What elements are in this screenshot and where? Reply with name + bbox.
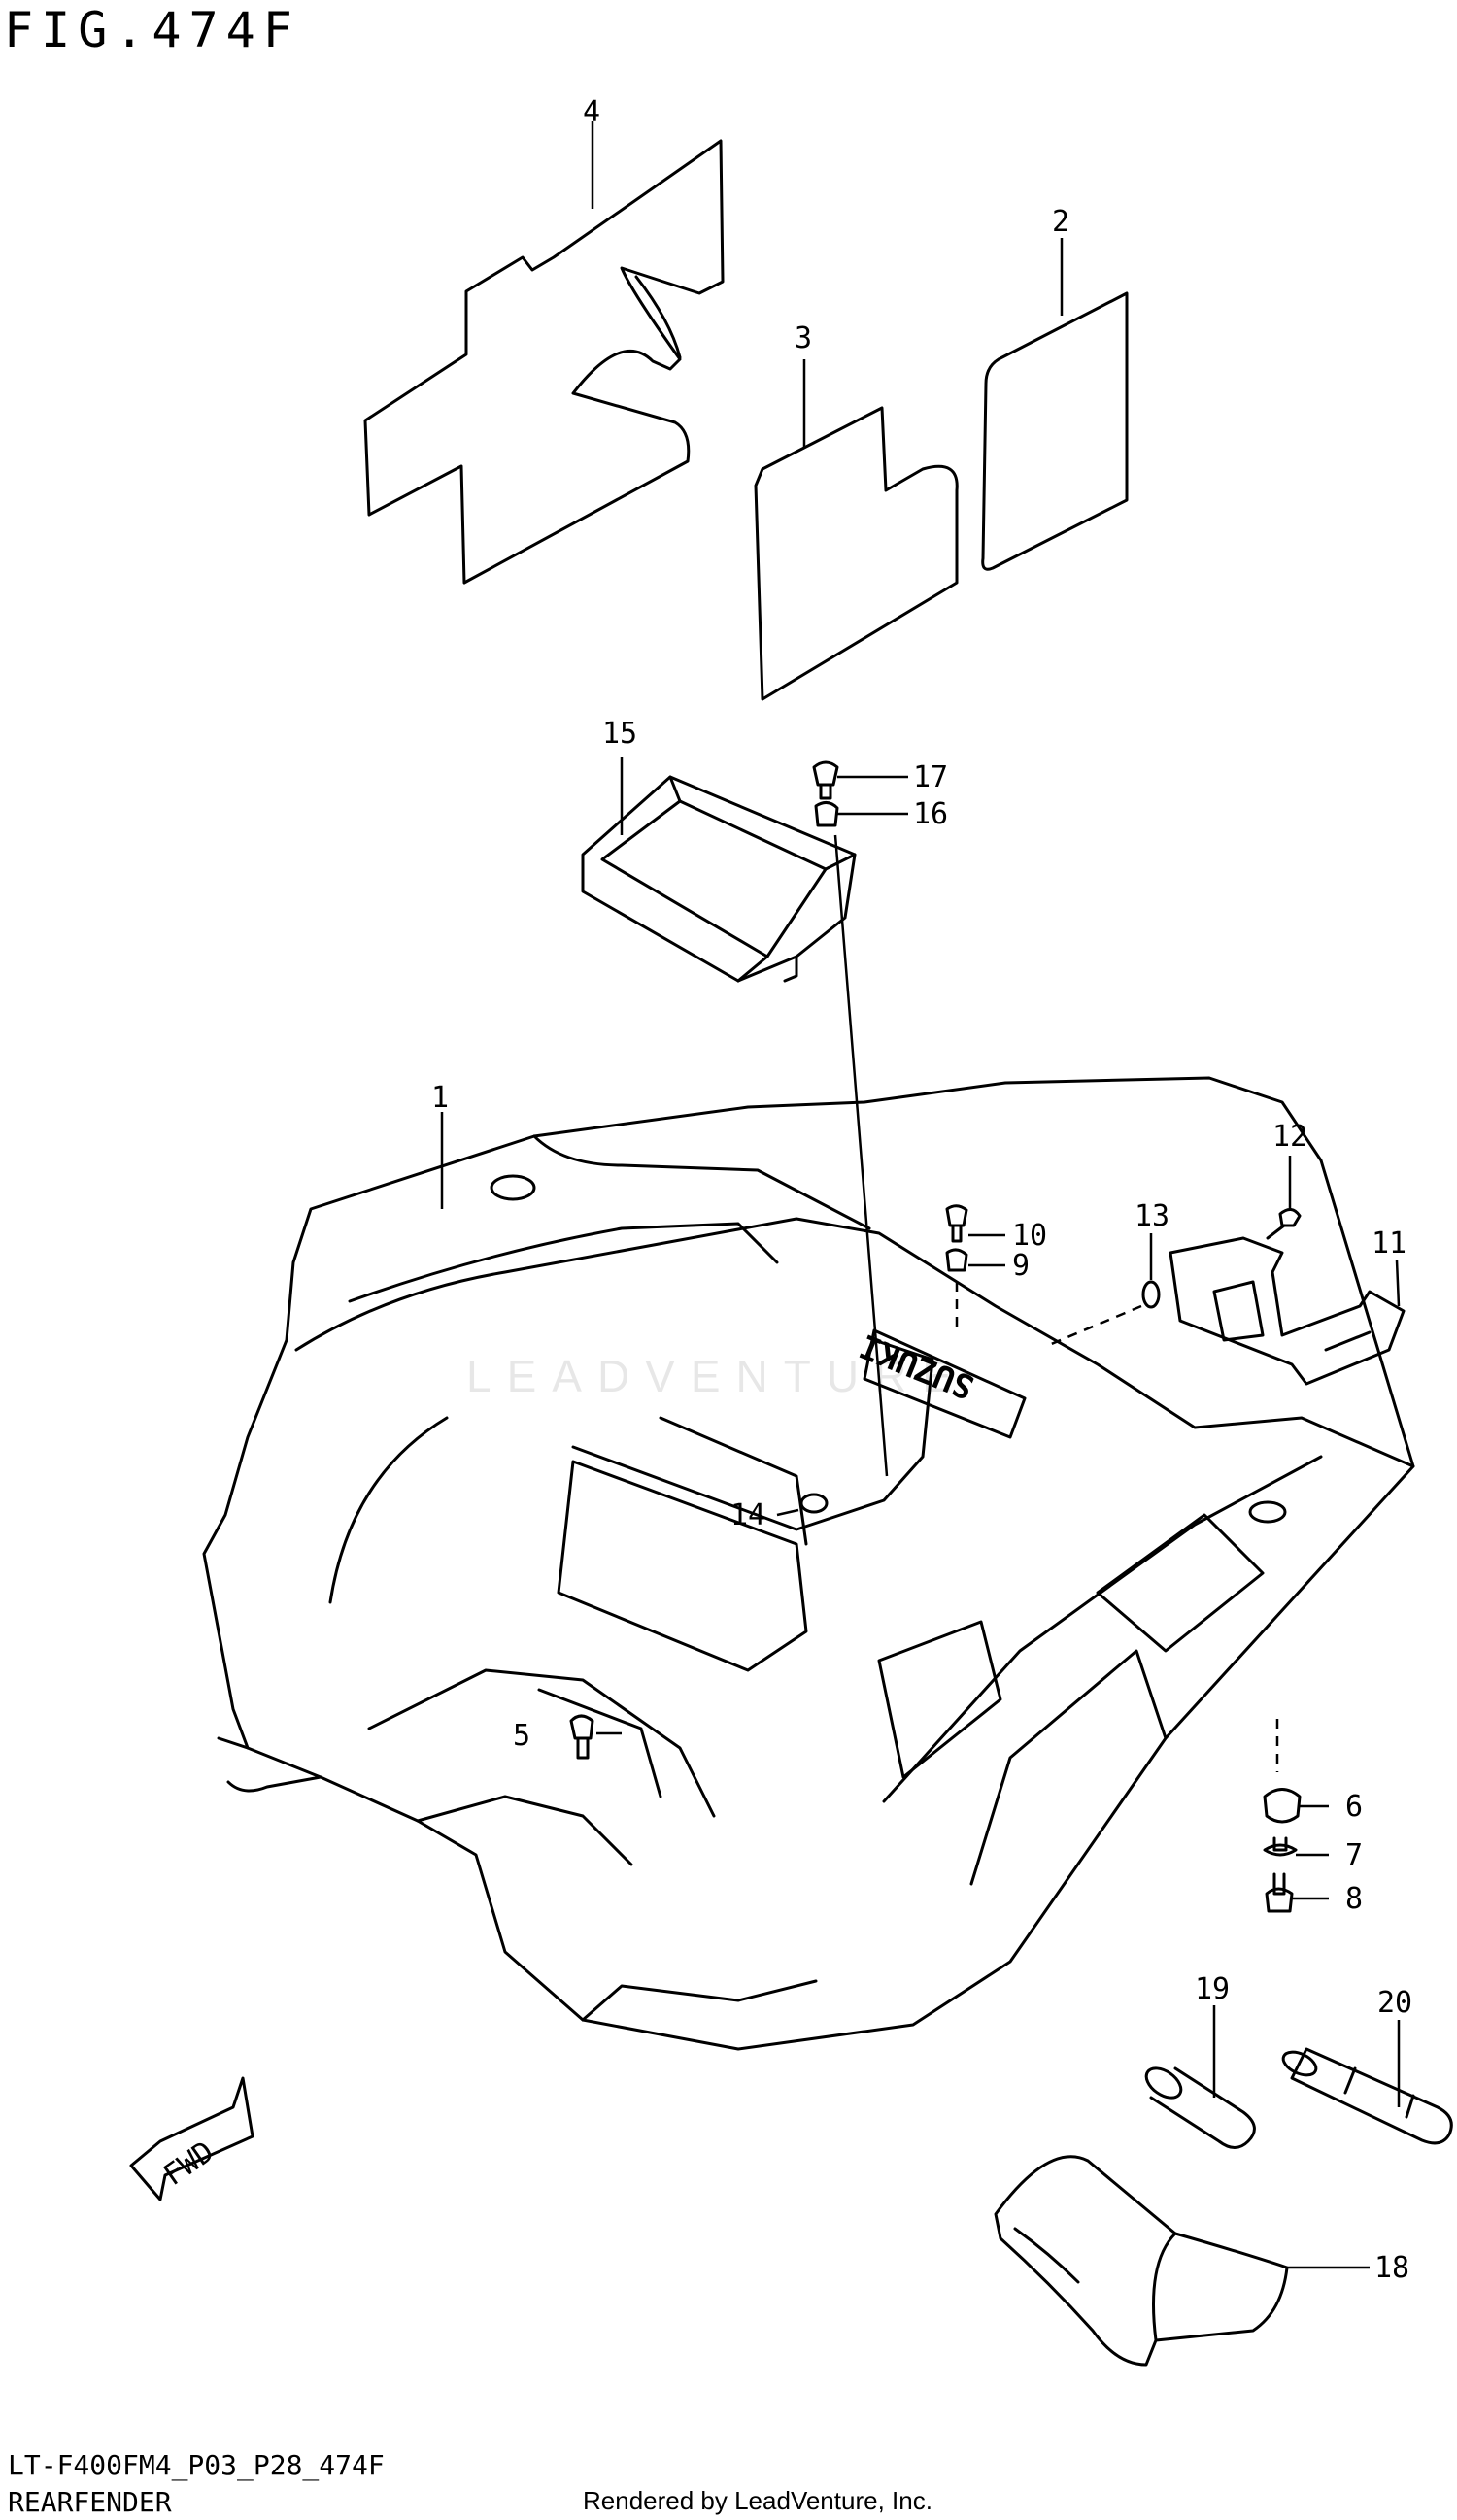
callout-7: 7 bbox=[1345, 1838, 1363, 1872]
part-8-bolt bbox=[1265, 1872, 1294, 1913]
callout-13: 13 bbox=[1135, 1199, 1169, 1233]
callout-5: 5 bbox=[513, 1719, 530, 1753]
callout-2: 2 bbox=[1052, 205, 1069, 239]
part-2-decal bbox=[981, 291, 1129, 571]
part-12-screw bbox=[1266, 1208, 1302, 1240]
part-17-screw bbox=[812, 760, 839, 800]
watermark-text: LEADVENTURE bbox=[466, 1351, 967, 1401]
part-11-bracket bbox=[1169, 1236, 1406, 1386]
callout-1: 1 bbox=[431, 1081, 449, 1115]
fender-brand-text: SUZUKI bbox=[855, 1326, 980, 1406]
callout-3: 3 bbox=[795, 321, 812, 355]
callout-14: 14 bbox=[730, 1498, 765, 1532]
callout-18: 18 bbox=[1374, 2251, 1409, 2285]
part-9-grommet bbox=[945, 1248, 968, 1272]
part-4-decal bbox=[363, 139, 725, 585]
callout-19: 19 bbox=[1195, 1972, 1230, 2006]
part-20-tool bbox=[1281, 2047, 1453, 2145]
part-18-bag bbox=[994, 2155, 1289, 2367]
part-7-collar bbox=[1263, 1836, 1298, 1857]
callout-9: 9 bbox=[1012, 1249, 1030, 1283]
footer-section-name: REARFENDER bbox=[8, 2486, 172, 2518]
callout-20: 20 bbox=[1377, 1986, 1412, 2020]
callout-12: 12 bbox=[1272, 1120, 1307, 1154]
part-19-pin bbox=[1144, 2066, 1256, 2149]
part-16-grommet bbox=[814, 801, 839, 827]
part-13-washer bbox=[1141, 1280, 1161, 1309]
callout-17: 17 bbox=[913, 760, 948, 794]
part-1-rear-fender bbox=[202, 1076, 1415, 2051]
callout-8: 8 bbox=[1345, 1882, 1363, 1916]
part-4-cut-line bbox=[634, 275, 682, 359]
callout-16: 16 bbox=[913, 797, 948, 831]
figure-title: FIG.474F bbox=[4, 2, 300, 58]
part-10-screw bbox=[945, 1204, 968, 1243]
part-6-grommet bbox=[1263, 1788, 1302, 1824]
part-15-tray bbox=[581, 775, 857, 983]
leader-lines bbox=[440, 121, 1401, 2269]
callout-10: 10 bbox=[1012, 1219, 1047, 1253]
callout-15: 15 bbox=[602, 717, 637, 751]
callout-4: 4 bbox=[583, 95, 600, 129]
footer-credit: Rendered by LeadVenture, Inc. bbox=[583, 2486, 932, 2515]
fwd-label: FWD bbox=[157, 2134, 220, 2193]
part-5-bolt bbox=[569, 1714, 594, 1760]
footer-diagram-code: LT-F400FM4_P03_P28_474F bbox=[8, 2449, 385, 2481]
callout-6: 6 bbox=[1345, 1790, 1363, 1824]
callout-labels: 4 2 3 15 17 16 1 12 13 11 10 9 14 5 6 7 … bbox=[431, 95, 1412, 2285]
fwd-arrow bbox=[129, 2076, 254, 2201]
part-3-decal bbox=[754, 406, 959, 701]
callout-11: 11 bbox=[1372, 1226, 1406, 1260]
